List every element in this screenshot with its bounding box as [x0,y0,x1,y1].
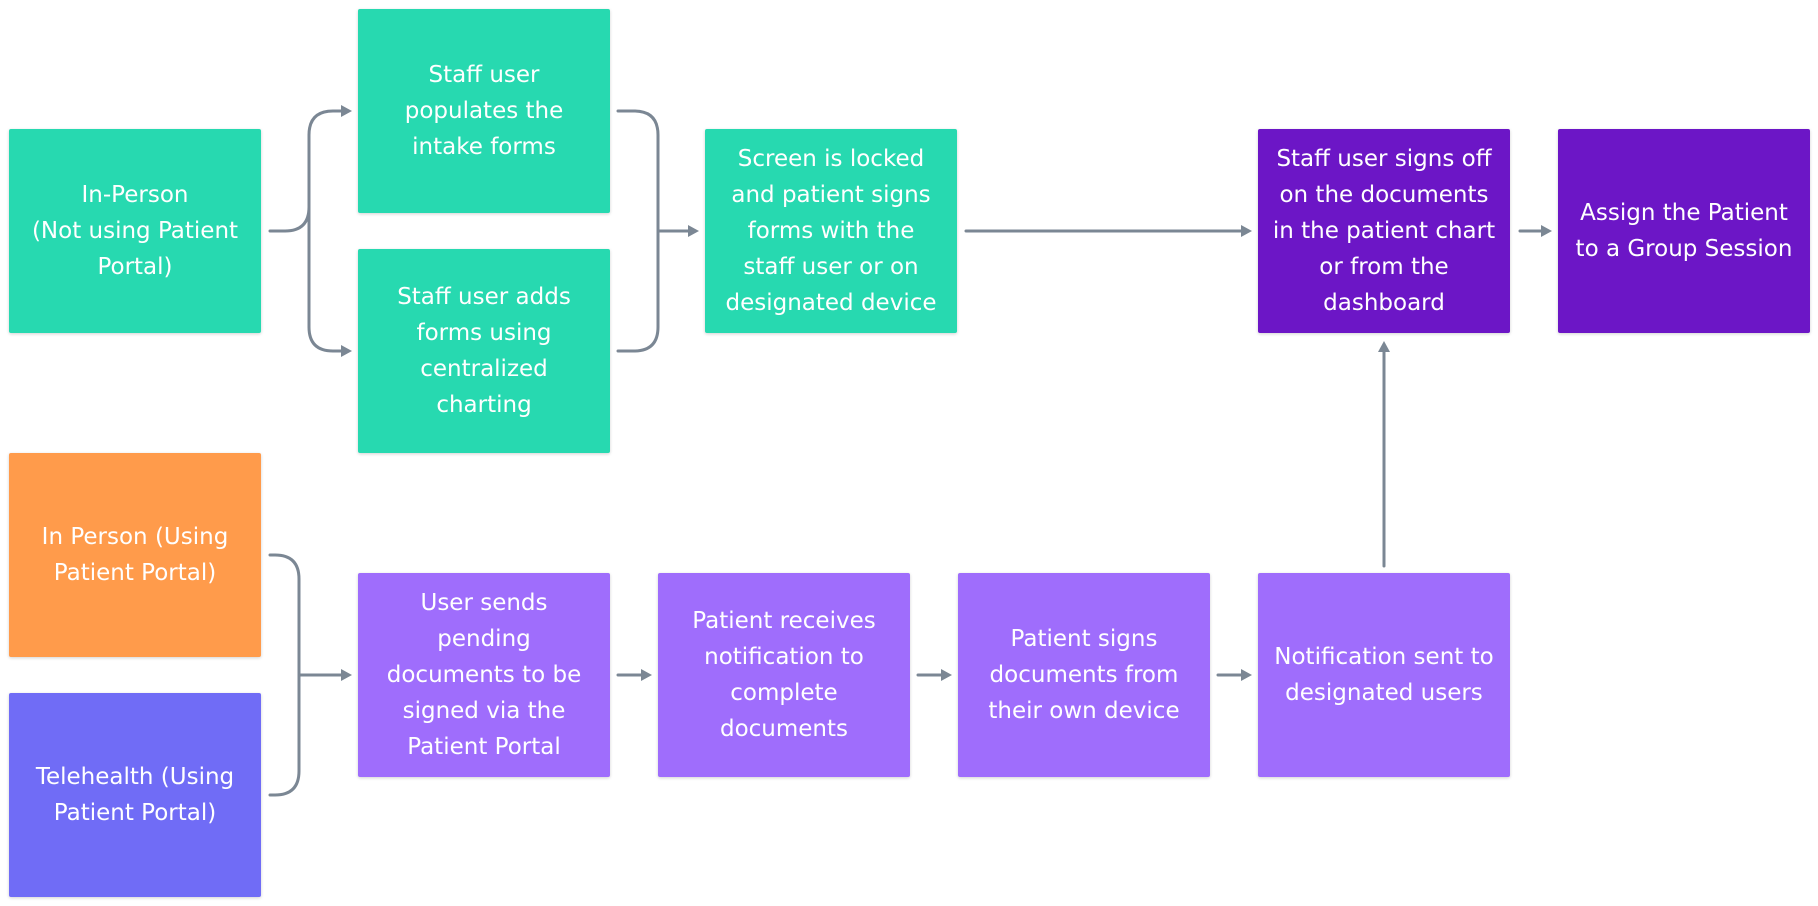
node-patient-signs-documents: Patient signs documents from their own d… [958,573,1210,777]
node-assign-group-session-label: Assign the Patient to a Group Session [1575,200,1793,262]
node-assign-group-session: Assign the Patient to a Group Session [1558,129,1810,333]
node-staff-adds-forms: Staff user adds forms using centralized … [358,249,610,453]
arrow-head-to-user-sends [341,669,352,681]
arrow-head-to-staff-adds [341,345,352,357]
node-staff-signs-off-label: Staff user signs off on the documents in… [1272,146,1496,316]
arrow-head-to-screen-locked [688,225,699,237]
connector-in-person-split [268,109,347,353]
node-staff-populates-forms: Staff user populates the intake forms [358,9,610,213]
node-user-sends-documents-label: User sends pending documents to be signe… [386,590,582,760]
connector-portal-merge [268,553,347,797]
node-staff-adds-forms-label: Staff user adds forms using centralized … [397,284,571,418]
node-telehealth-portal-label: Telehealth (Using Patient Portal) [35,764,235,826]
arrow-head-to-patient-signs [941,669,952,681]
node-screen-locked: Screen is locked and patient signs forms… [705,129,957,333]
node-telehealth-portal: Telehealth (Using Patient Portal) [9,693,261,897]
node-patient-receives-notification: Patient receives notification to complet… [658,573,910,777]
connector-staff-merge [616,109,694,353]
node-in-person-portal: In Person (Using Patient Portal) [9,453,261,657]
node-in-person-portal-label: In Person (Using Patient Portal) [41,524,229,586]
node-notification-sent-label: Notification sent to designated users [1274,644,1494,706]
node-patient-signs-documents-label: Patient signs documents from their own d… [988,626,1180,724]
node-patient-receives-notification-label: Patient receives notification to complet… [692,608,876,742]
node-in-person: In-Person (Not using Patient Portal) [9,129,261,333]
arrow-head-to-patient-receives [641,669,652,681]
arrow-head-to-assign [1541,225,1552,237]
node-staff-populates-forms-label: Staff user populates the intake forms [404,62,564,160]
node-notification-sent: Notification sent to designated users [1258,573,1510,777]
arrow-head-to-notification [1241,669,1252,681]
node-in-person-label: In-Person (Not using Patient Portal) [31,182,239,280]
arrow-head-to-staff-signs [1241,225,1252,237]
arrow-head-up-to-staff-signs [1378,341,1390,352]
node-user-sends-documents: User sends pending documents to be signe… [358,573,610,777]
node-staff-signs-off: Staff user signs off on the documents in… [1258,129,1510,333]
arrow-head-to-staff-populates [341,105,352,117]
node-screen-locked-label: Screen is locked and patient signs forms… [725,146,937,316]
